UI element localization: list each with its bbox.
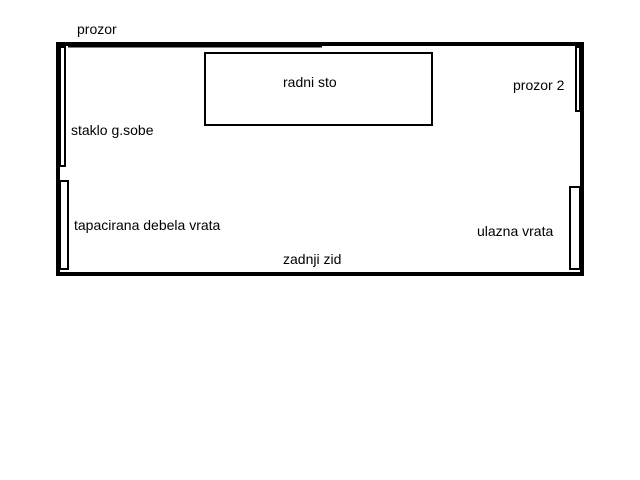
window-2-label: prozor 2 (513, 77, 565, 93)
padded-door-label: tapacirana debela vrata (74, 217, 221, 233)
padded-door-marker (59, 180, 69, 270)
desk-rectangle (204, 52, 433, 126)
back-wall-label: zadnji zid (283, 251, 342, 267)
window-label: prozor (77, 21, 117, 37)
living-room-glass-marker (59, 46, 66, 167)
desk-label: radni sto (283, 74, 337, 90)
entrance-door-label: ulazna vrata (477, 223, 554, 239)
living-room-glass-label: staklo g.sobe (71, 122, 154, 138)
window-2-marker (575, 46, 581, 112)
entrance-door-marker (569, 186, 581, 270)
